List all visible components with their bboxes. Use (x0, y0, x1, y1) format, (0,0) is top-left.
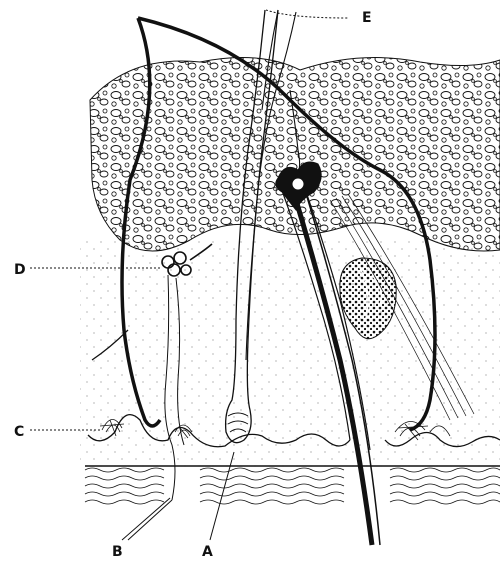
epidermis-layer (85, 468, 500, 504)
dermal-papilla (293, 179, 303, 189)
dermis-stipple (80, 240, 500, 470)
adipose-tissue-layer (90, 58, 500, 252)
label-a: A (202, 544, 213, 560)
label-e: E (362, 10, 372, 26)
label-c: C (14, 424, 24, 440)
label-d: D (14, 262, 26, 278)
label-b: B (112, 544, 123, 560)
